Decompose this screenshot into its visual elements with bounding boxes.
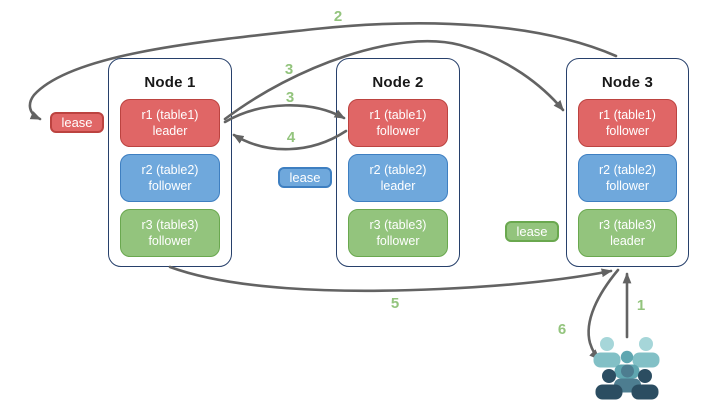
replica-name: r3 (table3)	[141, 217, 199, 232]
replica-name: r1 (table1)	[141, 107, 199, 122]
replica-name: r2 (table2)	[369, 162, 427, 177]
node3-replica-r2: r2 (table2) follower	[578, 154, 677, 202]
step-label-4: 4	[286, 129, 296, 146]
step-label-2: 2	[333, 8, 343, 25]
node1-replica-r2: r2 (table2) follower	[120, 154, 220, 202]
node-1-box: Node 1 r1 (table1) leader r2 (table2) fo…	[108, 58, 232, 267]
node-3-box: Node 3 r1 (table1) follower r2 (table2) …	[566, 58, 689, 267]
node3-replica-r3: r3 (table3) leader	[578, 209, 677, 257]
users-group-icon	[593, 337, 660, 400]
arrow-step6-node3-to-users	[587, 268, 620, 361]
lease-badge-table1: lease	[50, 112, 104, 133]
node3-replica-r1: r1 (table1) follower	[578, 99, 677, 147]
replica-role: follower	[376, 124, 420, 138]
replica-name: r2 (table2)	[599, 162, 656, 177]
replica-role: leader	[610, 234, 645, 248]
replica-name: r3 (table3)	[599, 217, 656, 232]
replica-role: follower	[148, 179, 192, 193]
step-label-6: 6	[557, 321, 567, 338]
replica-role: leader	[380, 179, 416, 193]
node2-replica-r1: r1 (table1) follower	[348, 99, 448, 147]
node1-replica-r3: r3 (table3) follower	[120, 209, 220, 257]
lease-badge-table2: lease	[278, 167, 332, 188]
replica-role: follower	[376, 234, 420, 248]
node-3-title: Node 3	[601, 74, 654, 91]
node2-replica-r3: r3 (table3) follower	[348, 209, 448, 257]
replica-role: follower	[605, 179, 650, 193]
node-2-box: Node 2 r1 (table1) follower r2 (table2) …	[336, 58, 460, 267]
replica-name: r1 (table1)	[369, 107, 427, 122]
replica-role: follower	[605, 124, 650, 138]
lease-badge-table3: lease	[505, 221, 559, 242]
arrow-step5-node1-to-node3	[168, 265, 613, 293]
step-label-1: 1	[636, 297, 646, 314]
replica-name: r1 (table1)	[599, 107, 656, 122]
replica-name: r3 (table3)	[369, 217, 427, 232]
node1-replica-r1: r1 (table1) leader	[120, 99, 220, 147]
step-label-3a: 3	[284, 61, 294, 78]
replica-name: r2 (table2)	[141, 162, 199, 177]
node-2-title: Node 2	[372, 74, 424, 91]
arrow-step3-leader-to-node2	[223, 104, 346, 124]
step-label-5: 5	[390, 295, 400, 312]
node-1-title: Node 1	[144, 74, 196, 91]
replica-role: follower	[148, 234, 192, 248]
replica-role: leader	[152, 124, 188, 138]
step-label-3b: 3	[285, 89, 295, 106]
node2-replica-r2: r2 (table2) leader	[348, 154, 448, 202]
